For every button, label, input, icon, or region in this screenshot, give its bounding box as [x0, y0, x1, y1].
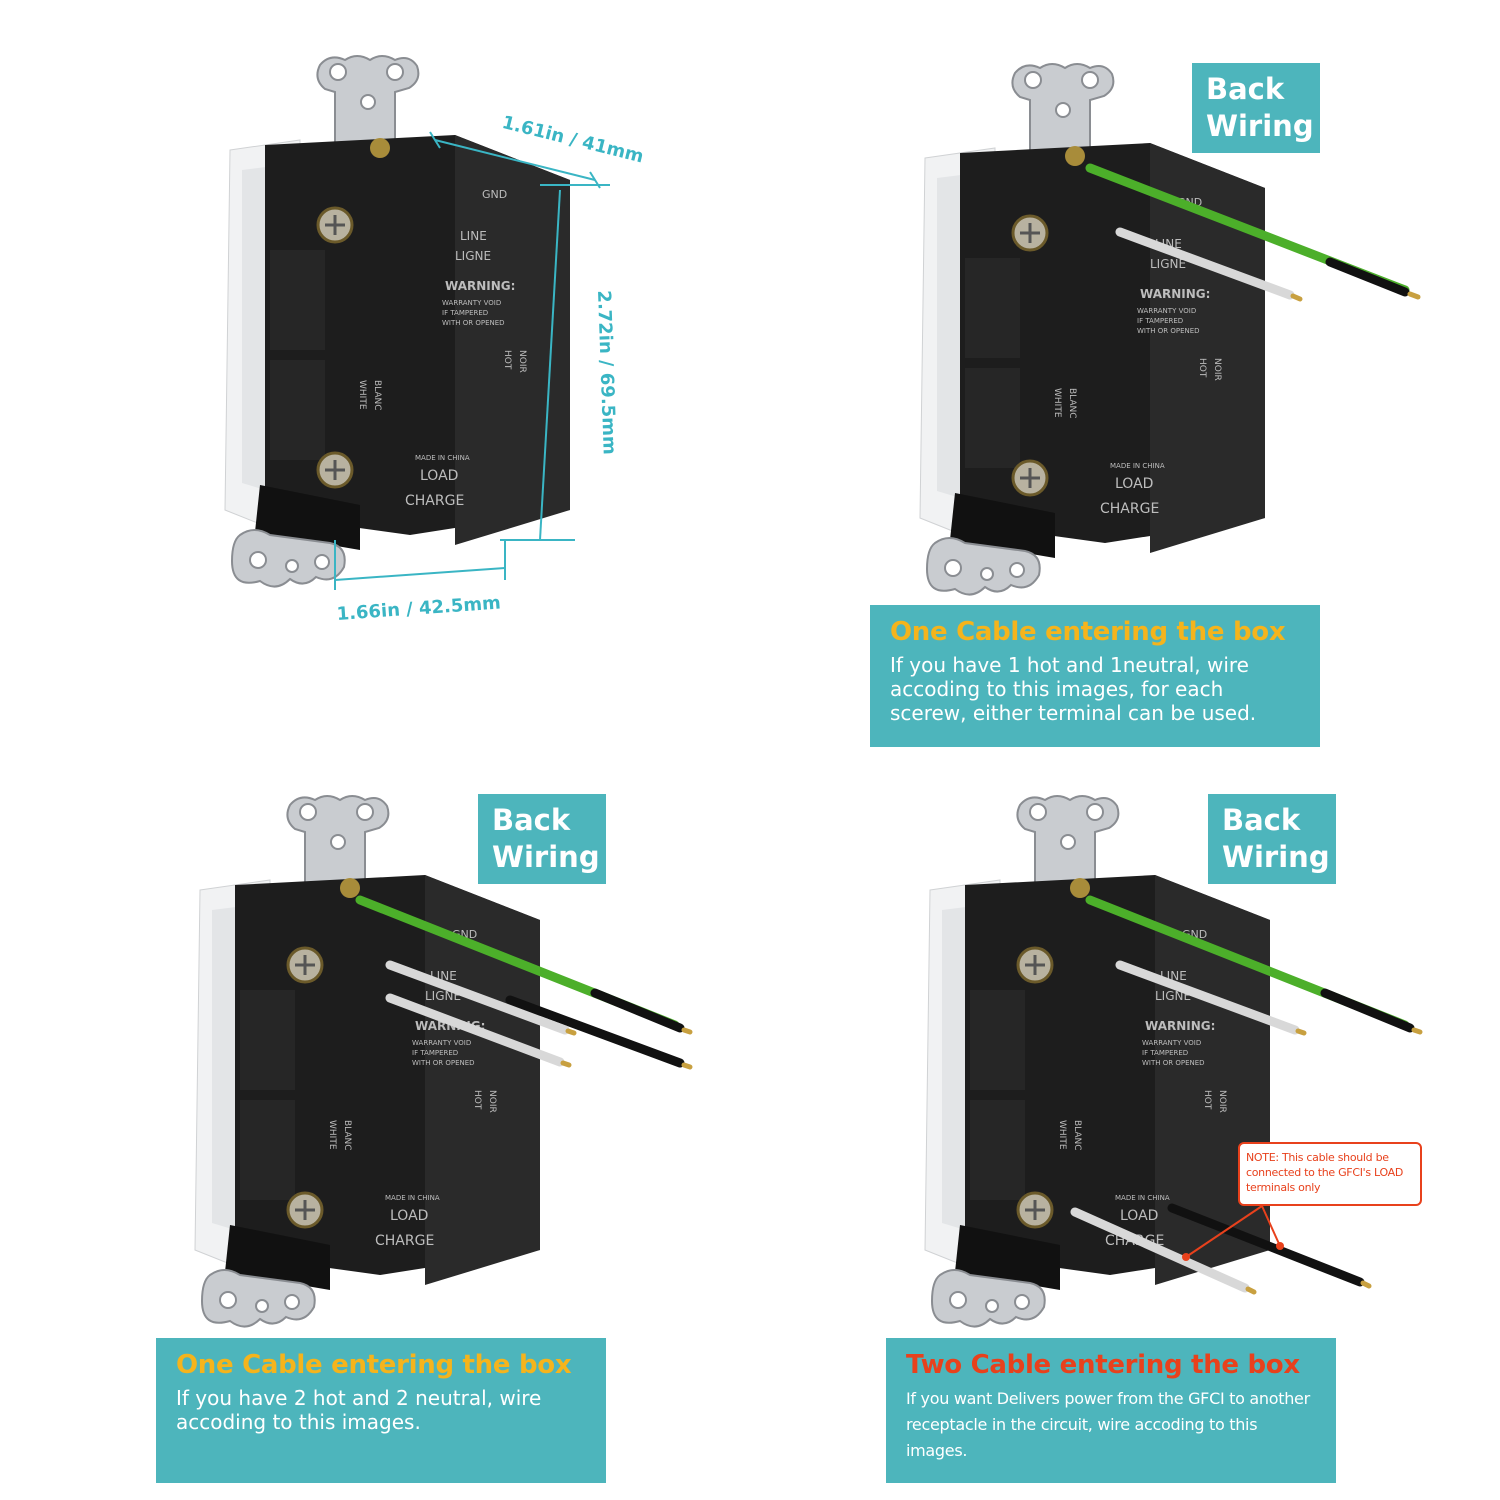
neutral-wire: [1115, 960, 1300, 1035]
ground-screw: [370, 138, 390, 158]
caption-body: If you want Delivers power from the GFCI…: [906, 1389, 1310, 1460]
label-noir: NOIR: [487, 1090, 497, 1113]
neutral-wire: [385, 960, 570, 1035]
ground-screw: [1065, 146, 1085, 166]
label-blanc: BLANC: [1072, 1120, 1082, 1151]
label-white: WHITE: [1052, 388, 1062, 418]
top-mounting-strap: [1016, 795, 1120, 888]
top-mounting-strap: [1011, 63, 1115, 156]
label-charge: CHARGE: [405, 493, 464, 509]
hot-wire: [505, 995, 685, 1068]
load-hot-wire: [1167, 1203, 1365, 1287]
label-blanc: BLANC: [1067, 388, 1077, 419]
label-warning: WARNING:: [1145, 1019, 1215, 1033]
label-ligne: LIGNE: [455, 249, 491, 263]
hot-wire: [1325, 257, 1410, 297]
label-white: WHITE: [357, 380, 367, 410]
bottom-mounting-strap: [925, 537, 1041, 596]
label-hot: HOT: [1202, 1090, 1212, 1110]
label-charge: CHARGE: [1100, 501, 1159, 517]
label-warranty: WITH OR OPENED: [442, 319, 505, 327]
ground-screw: [340, 878, 360, 898]
label-blanc: BLANC: [342, 1120, 352, 1151]
label-warranty: IF TAMPERED: [442, 309, 488, 317]
label-hot: HOT: [502, 350, 512, 370]
caption-title: One Cable entering the box: [890, 617, 1286, 647]
caption-one-cable-double: One Cable entering the box If you have 2…: [156, 1338, 606, 1483]
label-warranty: IF TAMPERED: [1142, 1049, 1188, 1057]
label-warranty: WITH OR OPENED: [412, 1059, 475, 1067]
label-warranty: WITH OR OPENED: [1142, 1059, 1205, 1067]
label-warranty: WARRANTY VOID: [1137, 307, 1196, 315]
label-load: LOAD: [1120, 1208, 1158, 1224]
caption-body: If you have 1 hot and 1neutral, wire acc…: [890, 653, 1257, 725]
label-warranty: WARRANTY VOID: [1142, 1039, 1201, 1047]
label-white: WHITE: [1057, 1120, 1067, 1150]
hot-wire: [1320, 988, 1415, 1033]
label-hot: HOT: [1197, 358, 1207, 378]
gfci-outlet-back-view: GND LINE LIGNE WARNING: WARRANTY VOID IF…: [194, 795, 540, 1328]
label-load: LOAD: [420, 468, 458, 484]
label-gnd: GND: [482, 188, 507, 201]
panel4-wires: [1070, 895, 1423, 1295]
label-blanc: BLANC: [372, 380, 382, 411]
label-noir: NOIR: [517, 350, 527, 373]
back-wiring-tag: Back Wiring: [1208, 794, 1336, 884]
label-warranty: IF TAMPERED: [1137, 317, 1183, 325]
ground-screw: [1070, 878, 1090, 898]
caption-body: If you have 2 hot and 2 neutral, wire ac…: [176, 1386, 542, 1434]
label-noir: NOIR: [1217, 1090, 1227, 1113]
label-made-in: MADE IN CHINA: [1110, 462, 1165, 470]
label-warranty: WARRANTY VOID: [412, 1039, 471, 1047]
label-load: LOAD: [390, 1208, 428, 1224]
dimension-lines: [334, 131, 610, 590]
caption-title: Two Cable entering the box: [906, 1350, 1300, 1380]
back-wiring-tag: Back Wiring: [1192, 63, 1320, 153]
caption-one-cable-single: One Cable entering the box If you have 1…: [870, 605, 1320, 747]
back-wiring-tag: Back Wiring: [478, 794, 606, 884]
label-made-in: MADE IN CHINA: [415, 454, 470, 462]
bottom-mounting-strap: [230, 529, 346, 588]
caption-title: One Cable entering the box: [176, 1350, 572, 1380]
gfci-outlet-back-view: GND LINE LIGNE WARNING: WARRANTY VOID IF…: [919, 63, 1265, 596]
neutral-wire: [1115, 227, 1295, 300]
label-charge: CHARGE: [375, 1233, 434, 1249]
bottom-mounting-strap: [930, 1269, 1046, 1328]
panel3-wires: [355, 895, 693, 1070]
label-warranty: WARRANTY VOID: [442, 299, 501, 307]
label-load: LOAD: [1115, 476, 1153, 492]
label-warranty: WITH OR OPENED: [1137, 327, 1200, 335]
label-noir: NOIR: [1212, 358, 1222, 381]
neutral-wire: [385, 993, 565, 1067]
gfci-outlet-back-view: GND LINE LIGNE WARNING: WARRANTY VOID IF…: [924, 795, 1270, 1328]
label-ligne: LIGNE: [1150, 257, 1186, 271]
load-terminal-note: NOTE: This cable should be connected to …: [1238, 1142, 1422, 1206]
label-made-in: MADE IN CHINA: [1115, 1194, 1170, 1202]
depth-dimension-line: [434, 139, 596, 181]
caption-two-cable: Two Cable entering the box If you want D…: [886, 1338, 1336, 1483]
top-mounting-strap: [286, 795, 390, 888]
gfci-outlet-back-view: GND LINE LIGNE WARNING: WARRANTY VOID IF…: [224, 55, 570, 588]
hot-wire: [590, 988, 685, 1033]
panel2-wires: [1085, 163, 1421, 302]
load-neutral-wire: [1070, 1207, 1250, 1293]
label-warning: WARNING:: [1140, 287, 1210, 301]
label-made-in: MADE IN CHINA: [385, 1194, 440, 1202]
note-pointer-lines: [1185, 1205, 1281, 1258]
label-white: WHITE: [327, 1120, 337, 1150]
label-hot: HOT: [472, 1090, 482, 1110]
label-warning: WARNING:: [445, 279, 515, 293]
label-line: LINE: [460, 229, 487, 243]
width-dimension-line: [334, 567, 506, 581]
label-warranty: IF TAMPERED: [412, 1049, 458, 1057]
top-mounting-strap: [316, 55, 420, 148]
bottom-mounting-strap: [200, 1269, 316, 1328]
height-dimension-line: [539, 189, 561, 541]
